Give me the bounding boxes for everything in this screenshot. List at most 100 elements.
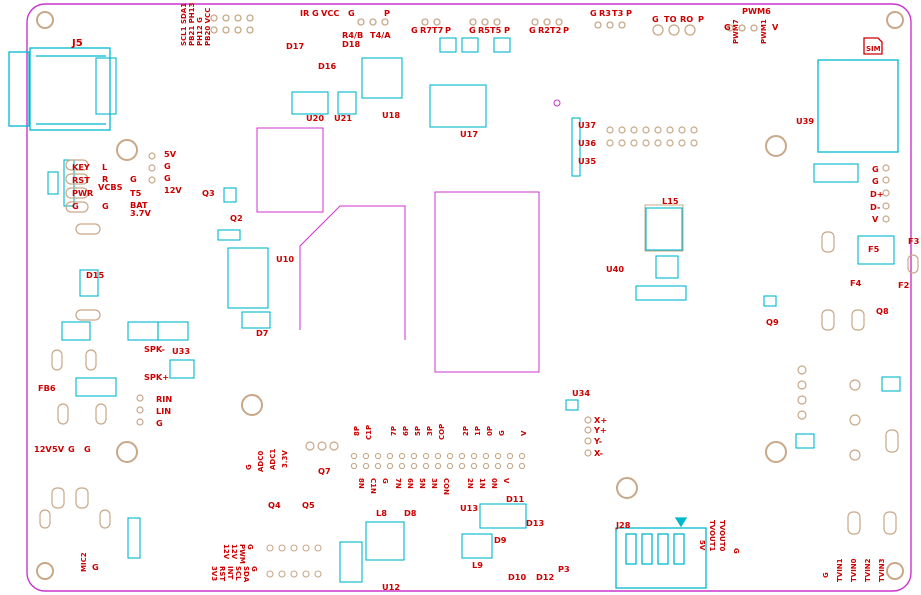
label-j5: J5 (71, 38, 83, 49)
label-p-top2: P (445, 25, 451, 35)
label-tvin1: TVIN1 (836, 558, 844, 582)
label-dp: D+ (870, 189, 884, 199)
silkscreen-labels: J5 KEY RST PWR G L VCBS R T5 G G BAT 3.7… (34, 2, 920, 592)
components (47, 37, 901, 583)
label-g-tv: G (732, 548, 740, 554)
label-p-top1: P (384, 8, 390, 18)
label-6p: 6P (402, 426, 410, 436)
label-7n: 7N (394, 478, 402, 489)
label-pwm1: PWM1 (760, 19, 768, 44)
label-g-p1: G (164, 161, 171, 171)
label-f5: F5 (868, 244, 880, 254)
label-f2: F2 (898, 280, 909, 290)
label-q9: Q9 (766, 317, 779, 327)
label-f4: F4 (850, 278, 862, 288)
label-d9: D9 (494, 535, 507, 545)
label-pwm6: PWM6 (742, 6, 771, 16)
label-tvout0: TVOUT0 (718, 520, 726, 551)
label-j28: J28 (615, 520, 631, 530)
label-1p: 1P (474, 426, 482, 436)
label-g-b1: G (68, 444, 75, 454)
label-p3-conn: P3 (558, 564, 570, 574)
label-to: TO (664, 14, 677, 24)
label-g-tvin: G (822, 572, 830, 578)
label-g-r2: G (872, 176, 879, 186)
label-u12: U12 (382, 582, 400, 592)
label-d18: D18 (342, 39, 360, 49)
label-l: L (102, 162, 107, 172)
label-bat: BAT (130, 200, 148, 210)
label-pwr: PWR (72, 188, 94, 198)
label-r3: R3 (599, 8, 611, 18)
label-q3: Q3 (202, 188, 215, 198)
label-g-b: G (102, 201, 109, 211)
label-q2: Q2 (230, 213, 243, 223)
label-g-b2: G (84, 444, 91, 454)
label-t4a: T4/A (370, 30, 391, 40)
label-d8: D8 (404, 508, 417, 518)
label-3v3-b: 3V3 (210, 566, 218, 581)
label-5v-tv: 5V (698, 540, 706, 551)
label-u39: U39 (796, 116, 814, 126)
label-u21: U21 (334, 113, 352, 123)
label-3v7: 3.7V (130, 208, 152, 218)
label-r4b: R4/B (342, 30, 363, 40)
label-1n: 1N (478, 478, 486, 489)
label-mic2: MIC2 (80, 552, 88, 572)
label-adc0: ADC0 (257, 451, 265, 472)
label-rin: RIN (156, 394, 172, 404)
label-12v-b: 12V (34, 444, 52, 454)
label-8n: 8N (357, 478, 365, 489)
label-tvout1: TVOUT1 (708, 520, 716, 551)
label-v-pwm: V (772, 22, 779, 32)
label-u20: U20 (306, 113, 324, 123)
label-d12: D12 (536, 572, 554, 582)
label-12v-c: 12V (230, 544, 238, 560)
label-u34: U34 (572, 388, 590, 398)
label-g-top5: G (590, 8, 597, 18)
label-12v: 12V (164, 185, 182, 195)
label-q4: Q4 (268, 500, 281, 510)
sim-slot (817, 37, 899, 153)
label-p-top3: P (504, 25, 510, 35)
label-g-adc: G (245, 464, 253, 470)
label-l15: L15 (662, 196, 679, 206)
label-g-pwm2: G (246, 544, 254, 550)
label-u13: U13 (460, 503, 478, 513)
label-l9: L9 (472, 560, 483, 570)
label-ym: Y- (593, 436, 602, 446)
label-u36: U36 (578, 138, 596, 148)
label-key: KEY (72, 162, 91, 172)
label-g-i2c: G (250, 566, 258, 572)
label-2n: 2N (466, 478, 474, 489)
label-g-top1: G (348, 8, 355, 18)
label-6n: 6N (406, 478, 414, 489)
gpio-holes (136, 126, 890, 461)
tan-pads (39, 159, 919, 535)
label-f3: F3 (908, 236, 920, 246)
label-5p: 5P (414, 426, 422, 436)
label-5n: 5N (418, 478, 426, 489)
label-12v-d: 12V (222, 544, 230, 560)
label-g-pwm: G (724, 22, 731, 32)
label-xm: X- (594, 448, 603, 458)
label-d15: D15 (86, 270, 104, 280)
label-r: R (102, 174, 109, 184)
label-adc1: ADC1 (269, 449, 277, 470)
label-pb21: PB21 PH13 (188, 2, 196, 46)
label-d11: D11 (506, 494, 524, 504)
label-pb20: PB20 VCC (204, 8, 212, 46)
label-g-top6: G (652, 14, 659, 24)
label-q5: Q5 (302, 500, 315, 510)
label-fb6: FB6 (38, 383, 56, 393)
label-scl: SCL (234, 566, 242, 581)
label-v-cam2: V (502, 478, 510, 484)
label-u18: U18 (382, 110, 400, 120)
label-q7: Q7 (318, 466, 331, 476)
label-3n: 3N (430, 478, 438, 489)
label-3v3: 3.3V (281, 450, 289, 468)
label-ir-g: G (312, 8, 319, 18)
label-g-top4: G (529, 25, 536, 35)
label-u37: U37 (578, 120, 596, 130)
label-p-top6: P (698, 14, 704, 24)
